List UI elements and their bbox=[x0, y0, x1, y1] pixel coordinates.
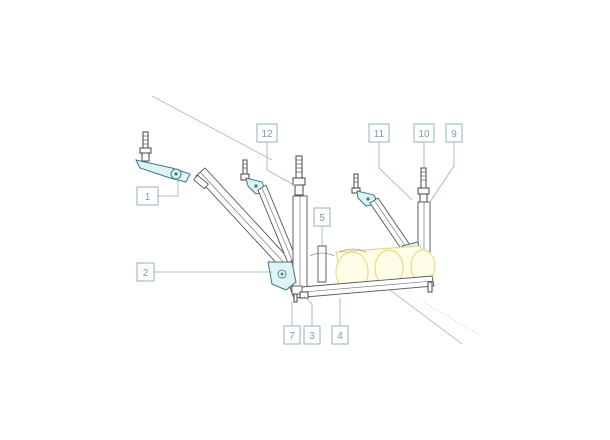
base-connector bbox=[267, 261, 309, 303]
guide-line-upper bbox=[151, 95, 273, 161]
right-anchor-bolt bbox=[351, 173, 361, 194]
leader-11 bbox=[378, 142, 413, 201]
callout-10: 10 bbox=[413, 123, 435, 143]
callout-7: 7 bbox=[283, 325, 301, 345]
svg-text:7: 7 bbox=[289, 331, 295, 342]
right-diagonal-brace bbox=[369, 197, 421, 255]
svg-text:1: 1 bbox=[145, 192, 151, 203]
svg-text:9: 9 bbox=[451, 129, 457, 140]
left-anchor-bolt bbox=[139, 131, 152, 162]
guide-line-lower bbox=[389, 289, 463, 345]
callout-5: 5 bbox=[313, 207, 331, 227]
svg-text:11: 11 bbox=[374, 129, 385, 140]
right-threaded-rod bbox=[417, 167, 430, 203]
svg-text:12: 12 bbox=[261, 129, 273, 140]
callout-3: 3 bbox=[303, 325, 321, 345]
svg-text:4: 4 bbox=[337, 331, 343, 342]
guide-line-faint bbox=[419, 299, 481, 336]
pipe-clamp-strap bbox=[309, 245, 335, 283]
center-threaded-rod bbox=[292, 155, 306, 196]
callout-11: 11 bbox=[368, 123, 390, 143]
callout-1: 1 bbox=[136, 186, 159, 206]
left-hinge-bracket bbox=[135, 159, 191, 183]
leader-3 bbox=[303, 295, 313, 326]
leader-9 bbox=[429, 142, 455, 203]
svg-text:5: 5 bbox=[319, 213, 325, 224]
svg-text:2: 2 bbox=[143, 268, 149, 279]
leader-1 bbox=[158, 178, 179, 197]
bottom-channel-beam bbox=[289, 275, 435, 299]
center-vertical-channel bbox=[292, 195, 308, 289]
middle-anchor-bolt bbox=[240, 159, 250, 181]
callout-2: 2 bbox=[136, 262, 155, 282]
svg-text:3: 3 bbox=[309, 331, 315, 342]
leader-12 bbox=[266, 142, 297, 187]
callout-12: 12 bbox=[256, 123, 278, 143]
svg-text:10: 10 bbox=[418, 129, 430, 140]
callout-9: 9 bbox=[445, 123, 463, 143]
callout-4: 4 bbox=[331, 325, 349, 345]
